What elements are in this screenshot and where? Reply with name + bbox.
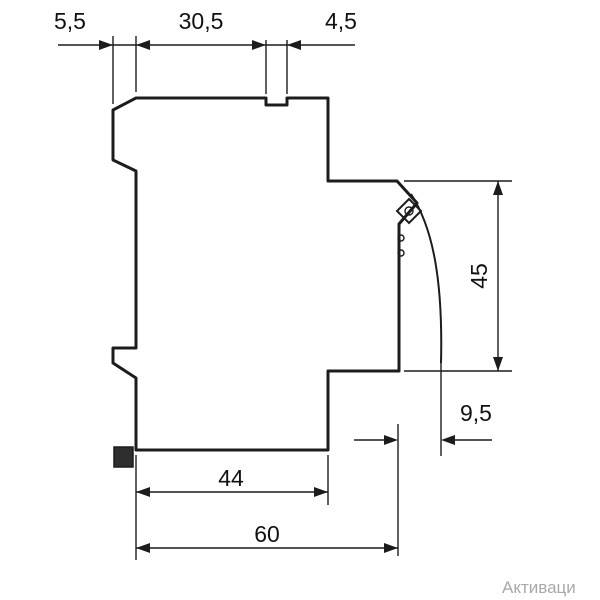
arrow-30-5-left bbox=[136, 40, 150, 50]
arrow-30-5-right bbox=[252, 40, 266, 50]
arrow-60-right bbox=[384, 543, 398, 553]
terminal-screw-head bbox=[395, 197, 423, 225]
front-bulge-curve bbox=[410, 193, 443, 364]
terminal-clamp-dot-bottom bbox=[397, 249, 405, 257]
breaker-body-outline bbox=[111, 96, 419, 452]
arrow-9-5-right bbox=[441, 435, 455, 445]
arrow-44-right bbox=[314, 487, 328, 497]
dim-label-front-bulge: 9,5 bbox=[460, 400, 492, 426]
dim-label-front-height: 45 bbox=[466, 263, 492, 289]
terminal-screw-hole bbox=[404, 206, 414, 216]
arrow-45-bottom bbox=[493, 357, 503, 371]
arrow-44-left bbox=[136, 487, 150, 497]
arrow-45-top bbox=[493, 181, 503, 195]
dim-label-rear-body-depth: 30,5 bbox=[179, 8, 224, 34]
dim-label-overall-depth: 60 bbox=[254, 521, 280, 547]
arrow-5-5 bbox=[99, 40, 113, 50]
terminal-clamp-dot-top bbox=[397, 234, 405, 242]
arrow-60-left bbox=[136, 543, 150, 553]
din-clip-tab bbox=[113, 446, 134, 468]
dim-label-rear-clip-depth: 5,5 bbox=[54, 8, 86, 34]
watermark-text: Активаци bbox=[502, 578, 576, 597]
dim-label-top-step: 4,5 bbox=[325, 8, 357, 34]
arrow-4-5 bbox=[287, 40, 301, 50]
dim-label-depth-to-panel: 44 bbox=[218, 465, 244, 491]
arrow-9-5-left bbox=[384, 435, 398, 445]
